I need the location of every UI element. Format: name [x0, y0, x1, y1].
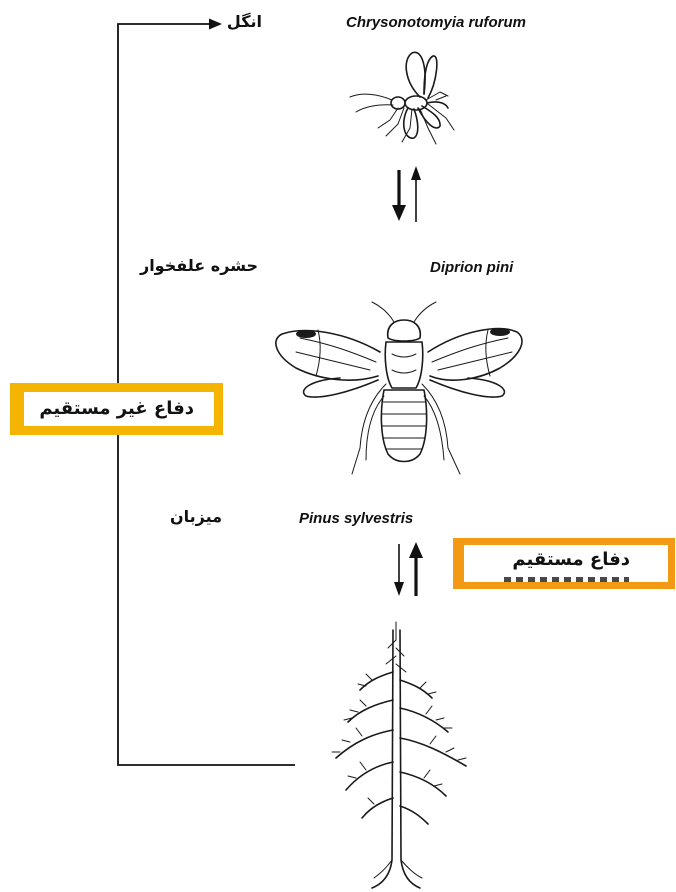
direct-defense-label: دفاع مستقیم [512, 549, 630, 570]
sawfly-drawing [276, 302, 522, 474]
herbivore-scientific-name: Diprion pini [430, 259, 514, 276]
indirect-defense-box: دفاع غیر مستقیم [10, 383, 223, 435]
arrow-down [392, 205, 406, 221]
parasitoid-scientific-name: Chrysonotomyia ruforum [346, 14, 526, 31]
herbivore-label: حشره علفخوار [139, 256, 258, 275]
parasitoid-wasp-drawing [350, 52, 454, 144]
clipped-text-fragment [504, 577, 629, 583]
pine-tree-drawing [332, 622, 466, 888]
parasitoid-label: انگل [227, 12, 262, 31]
arrow-down [394, 582, 404, 596]
host-scientific-name: Pinus sylvestris [299, 510, 413, 527]
host-label: میزبان [170, 507, 222, 526]
indirect-defense-label: دفاع غیر مستقیم [39, 398, 194, 419]
direct-defense-box: دفاع مستقیم [453, 538, 675, 589]
arrow-up [411, 166, 421, 180]
arrow-head-right [209, 19, 222, 30]
herbivore-host-arrows [394, 542, 423, 596]
arrow-up [409, 542, 423, 558]
parasitoid-herbivore-arrows [392, 166, 421, 222]
